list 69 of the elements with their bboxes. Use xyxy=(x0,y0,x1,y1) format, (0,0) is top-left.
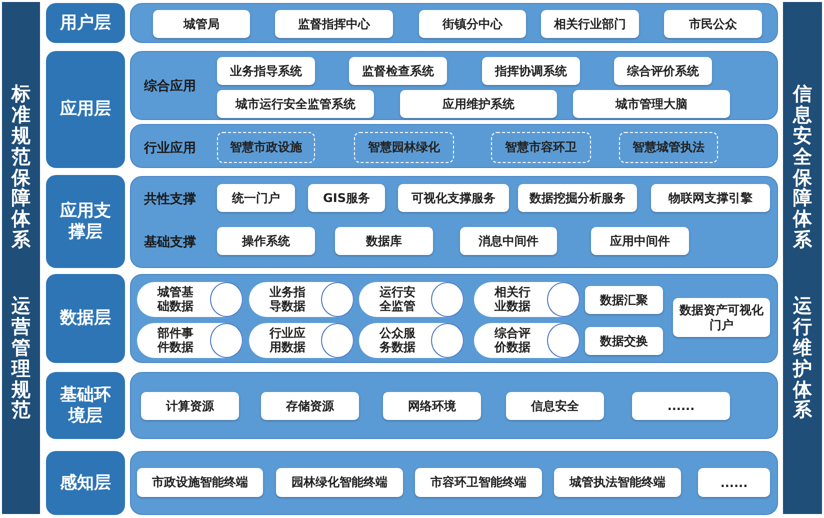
group-heading: 行业应用 xyxy=(144,140,196,157)
dashed-item-box: 智慧市容环卫 xyxy=(491,132,591,163)
data-store-pill: 运行安全监管 xyxy=(359,282,464,317)
item-box: 操作系统 xyxy=(217,227,315,255)
item-box: 业务指导系统 xyxy=(217,57,315,85)
layer-panel xyxy=(130,124,778,168)
item-box: 消息中间件 xyxy=(460,227,557,255)
data-store-pill: 部件事件数据 xyxy=(137,323,243,358)
item-box: 数据库 xyxy=(335,227,433,255)
item-box: 物联网支撑引擎 xyxy=(651,184,770,212)
data-store-pill: 业务指导数据 xyxy=(249,282,354,317)
data-store-pill: 相关行业数据 xyxy=(474,282,580,317)
item-box: 城市运行安全监管系统 xyxy=(217,90,374,118)
layer-panel xyxy=(130,176,778,268)
data-store-pill: 行业应用数据 xyxy=(249,323,354,358)
item-box: GIS服务 xyxy=(308,184,385,212)
item-box: 综合评价系统 xyxy=(614,57,712,85)
item-box: 存储资源 xyxy=(261,392,359,420)
dashed-item-box: 智慧园林绿化 xyxy=(354,132,454,163)
group-heading: 共性支撑 xyxy=(144,191,196,208)
vertical-title: 标准规范保障体系 xyxy=(12,84,30,252)
item-box: 城管局 xyxy=(153,10,250,38)
item-box: 计算资源 xyxy=(141,392,239,420)
dashed-item-box: 智慧市政设施 xyxy=(217,132,315,163)
vertical-title: 运行维护体系 xyxy=(793,296,812,422)
dashed-item-box: 智慧城管执法 xyxy=(619,132,718,163)
data-store-pill: 城管基础数据 xyxy=(137,282,243,317)
group-heading: 综合应用 xyxy=(144,78,196,95)
layer-panel xyxy=(130,372,778,439)
item-box: 数据汇聚 xyxy=(585,286,663,314)
item-box: ...... xyxy=(632,392,730,420)
item-box: 市政设施智能终端 xyxy=(137,468,263,497)
item-box: 街镇分中心 xyxy=(419,10,526,38)
item-box: 统一门户 xyxy=(217,184,295,212)
item-box: ...... xyxy=(698,468,770,497)
item-box: 数据挖掘分析服务 xyxy=(518,184,637,212)
item-box: 信息安全 xyxy=(506,392,604,420)
item-box: 相关行业部门 xyxy=(541,10,639,38)
item-box: 指挥协调系统 xyxy=(482,57,580,85)
data-store-pill: 公众服务数据 xyxy=(359,323,464,358)
layer-label: 应用支撑层 xyxy=(46,175,125,268)
item-box: 应用维护系统 xyxy=(400,90,557,118)
item-box: 园林绿化智能终端 xyxy=(276,468,403,497)
layer-panel xyxy=(130,451,778,515)
item-box: 城管执法智能终端 xyxy=(554,468,681,497)
item-box: 应用中间件 xyxy=(591,227,689,255)
side-banner xyxy=(2,2,40,514)
item-box: 可视化支撑服务 xyxy=(398,184,509,212)
layer-label: 数据层 xyxy=(46,274,125,363)
item-box: 市容环卫智能终端 xyxy=(415,468,542,497)
vertical-title: 运营管理规范 xyxy=(12,296,30,422)
item-box: 监督检查系统 xyxy=(349,57,447,85)
layer-label: 感知层 xyxy=(46,451,125,515)
layer-label: 应用层 xyxy=(46,51,125,168)
layer-panel xyxy=(130,274,778,363)
item-box: 监督指挥中心 xyxy=(275,10,393,38)
side-banner xyxy=(783,2,822,514)
layer-panel xyxy=(130,51,778,120)
item-box: 网络环境 xyxy=(383,392,481,420)
item-box: 数据交换 xyxy=(585,327,663,355)
layer-label: 基础环境层 xyxy=(46,372,125,439)
item-box: 城市管理大脑 xyxy=(573,90,730,118)
item-box: 数据资产可视化门户 xyxy=(673,298,770,337)
vertical-title: 信息安全保障体系 xyxy=(793,84,812,252)
layer-panel xyxy=(130,3,778,43)
layer-label: 用户层 xyxy=(46,3,125,43)
item-box: 市民公众 xyxy=(664,10,762,38)
data-store-pill: 综合评价数据 xyxy=(474,323,580,358)
group-heading: 基础支撑 xyxy=(144,234,196,251)
